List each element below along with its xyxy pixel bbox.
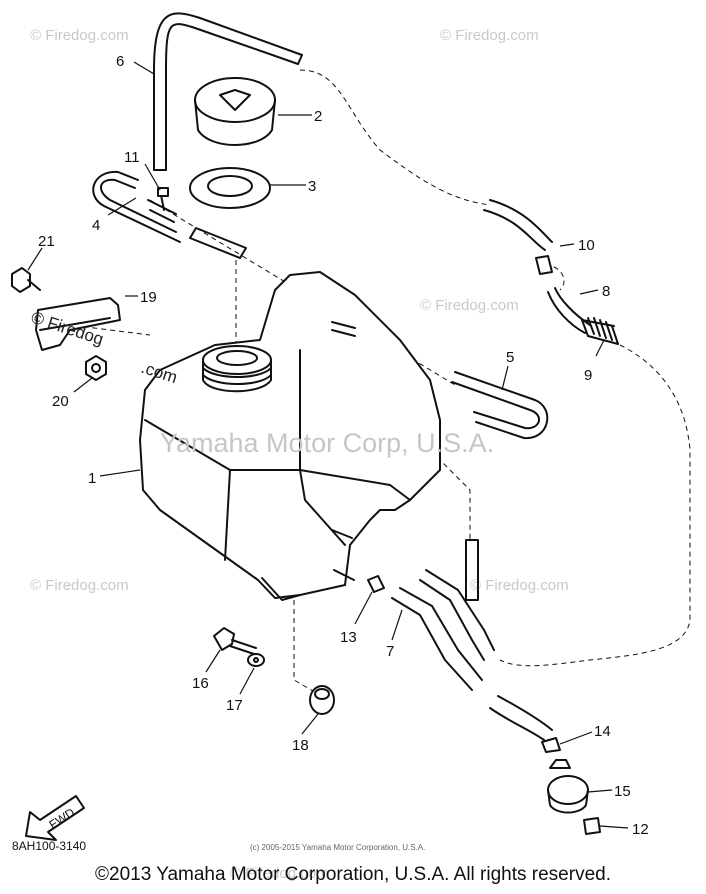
- filler-cap-2: [194, 77, 276, 146]
- fine-print: (c) 2005-2015 Yamaha Motor Corporation, …: [250, 843, 425, 852]
- callout-8: 8: [602, 283, 610, 300]
- bolt-21: [11, 267, 41, 293]
- vertical-tube: [465, 539, 479, 601]
- callout-5: 5: [506, 349, 514, 366]
- bracket-19: [35, 297, 121, 351]
- clamp-12: [583, 817, 601, 835]
- callout-3: 3: [308, 178, 316, 195]
- filter-15: [547, 759, 589, 814]
- callout-numbers: 6 2 3 11 4 21 19 20 1 5 10 8 9 13 7 16 1…: [38, 53, 649, 838]
- callout-7: 7: [386, 643, 394, 660]
- callout-15: 15: [614, 783, 631, 800]
- lower-hose: [489, 695, 553, 741]
- watermark-text: © Firedog.com: [30, 577, 129, 594]
- t-fitting-11: [147, 187, 177, 223]
- callout-19: 19: [140, 289, 157, 306]
- spring-9: [581, 317, 619, 345]
- copyright-footer: ©2013 Yamaha Motor Corporation, U.S.A. A…: [95, 864, 611, 885]
- callout-17: 17: [226, 697, 243, 714]
- nut-20: [85, 355, 107, 381]
- callout-16: 16: [192, 675, 209, 692]
- callout-14: 14: [594, 723, 611, 740]
- reservoir-tank-1: [139, 271, 441, 601]
- watermark-text: © Firedog.com: [420, 297, 519, 314]
- return-hose-5: [451, 371, 549, 440]
- drain-hose-8: [547, 287, 591, 334]
- small-hose-4: [92, 170, 181, 243]
- site-watermarks: © Firedog.com © Firedog.com © Firedog.co…: [30, 27, 569, 882]
- cap-gasket-3: [189, 167, 271, 209]
- hose-segment-upper-right: [483, 199, 553, 251]
- callout-2: 2: [314, 108, 322, 125]
- callout-6: 6: [116, 53, 124, 70]
- callout-4: 4: [92, 217, 100, 234]
- watermark-text: © Firedog.com: [230, 865, 329, 882]
- callout-1: 1: [88, 470, 96, 487]
- callout-9: 9: [584, 367, 592, 384]
- washer-17: [247, 653, 265, 667]
- callout-21: 21: [38, 233, 55, 250]
- vent-hose-6: [153, 12, 303, 171]
- diagram-ref-code: 8AH100-3140: [12, 839, 86, 853]
- bolt-16: [213, 627, 257, 655]
- clamp-14: [541, 737, 561, 753]
- callout-20: 20: [52, 393, 69, 410]
- callout-10: 10: [578, 237, 595, 254]
- forward-arrow: FWD: [25, 795, 85, 841]
- callout-13: 13: [340, 629, 357, 646]
- callout-11: 11: [124, 149, 140, 166]
- hose-segment: [189, 227, 247, 259]
- watermark-text: © Firedog.com: [30, 27, 129, 44]
- center-watermark: Yamaha Motor Corp, U.S.A.: [160, 428, 494, 458]
- callout-12: 12: [632, 821, 649, 838]
- leader-lines: [27, 61, 629, 829]
- callout-18: 18: [292, 737, 309, 754]
- grommet-18: [309, 685, 335, 715]
- watermark-text: © Firedog.com: [440, 27, 539, 44]
- fitting-10: [535, 255, 553, 275]
- outlet-hose-7: [391, 569, 495, 691]
- clamp-13: [367, 575, 385, 593]
- watermark-text: © Firedog.com: [470, 577, 569, 594]
